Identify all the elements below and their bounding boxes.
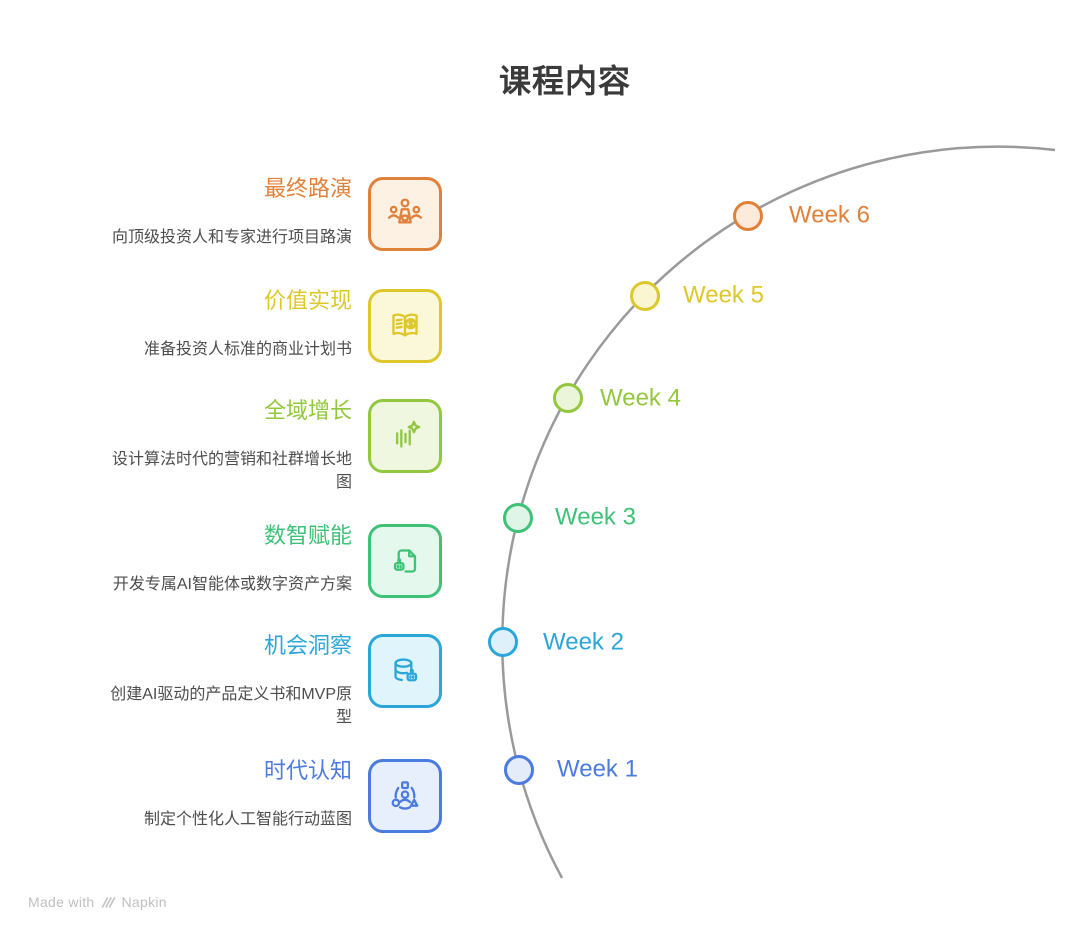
item-title: 机会洞察 [263,633,352,658]
timeline-node-week2 [488,627,518,657]
timeline-node-week6 [733,201,763,231]
timeline-node-week1 [504,755,534,785]
item-desc: 制定个性化人工智能行动蓝图 [143,811,352,828]
course-item-1: 最终路演 向顶级投资人和专家进行项目路演 [102,174,442,251]
course-item-4: 数智赋能 开发专属AI智能体或数字资产方案 [102,521,442,598]
item-desc: 向顶级投资人和专家进行项目路演 [111,229,352,246]
timeline-curve [501,145,1056,879]
chart-sparkle-icon [368,399,442,473]
napkin-credit: Made with Napkin [28,894,167,910]
timeline-node-week4 [553,383,583,413]
course-item-2: 价值实现 准备投资人标准的商业计划书 [102,286,442,363]
course-item-5: 机会洞察 创建AI驱动的产品定义书和MVP原型 [102,631,442,729]
item-title: 全域增长 [263,398,352,423]
timeline-label-week3: Week 3 [555,503,636,531]
database-robot-icon [368,634,442,708]
brand-text: Napkin [121,894,167,910]
document-robot-icon [368,524,442,598]
napkin-logo-icon [101,896,115,908]
timeline-label-week2: Week 2 [543,628,624,656]
item-title: 数智赋能 [263,523,352,548]
made-with-text: Made with [28,894,95,910]
item-desc: 开发专属AI智能体或数字资产方案 [112,576,352,593]
timeline-node-week5 [630,281,660,311]
timeline-label-week4: Week 4 [600,384,681,412]
timeline-node-week3 [503,503,533,533]
timeline-label-week6: Week 6 [789,201,870,229]
item-desc: 设计算法时代的营销和社群增长地图 [111,451,352,491]
presentation-icon [368,177,442,251]
timeline-label-week5: Week 5 [683,281,764,309]
item-title: 时代认知 [263,758,352,783]
book-dollar-icon [368,289,442,363]
course-item-6: 时代认知 制定个性化人工智能行动蓝图 [102,756,442,833]
item-desc: 准备投资人标准的商业计划书 [143,341,352,358]
item-title: 价值实现 [263,288,352,313]
person-network-icon [368,759,442,833]
course-item-3: 全域增长 设计算法时代的营销和社群增长地图 [102,396,442,494]
page-title: 课程内容 [498,63,631,99]
item-desc: 创建AI驱动的产品定义书和MVP原型 [110,686,352,726]
timeline-label-week1: Week 1 [557,755,638,783]
item-title: 最终路演 [263,176,352,201]
